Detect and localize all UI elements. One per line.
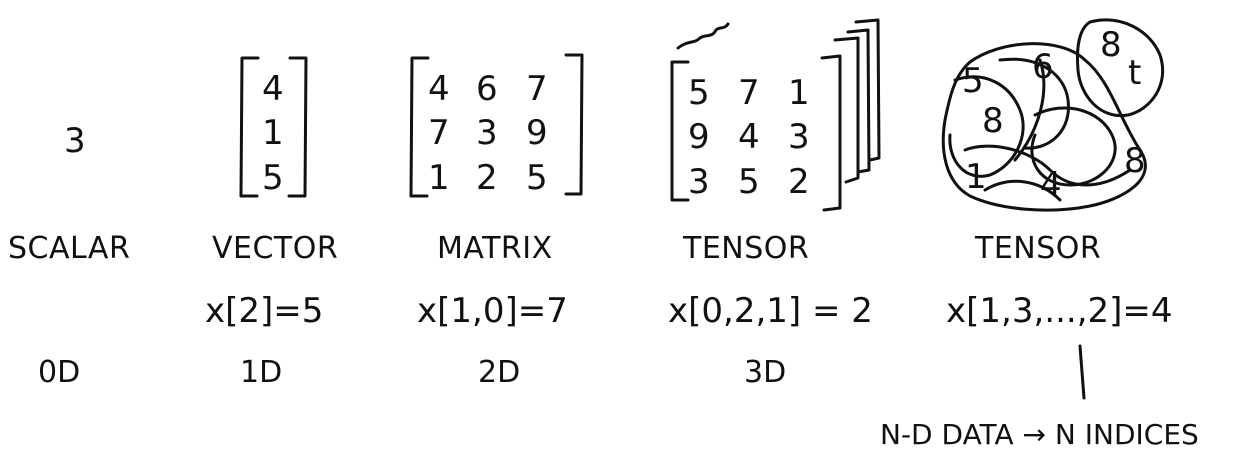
tensorN-number: 5 [962, 61, 984, 101]
tensorN-blob-loop [948, 75, 1025, 178]
tensorN-number: 8 [1100, 25, 1122, 65]
vector-bracket-left [239, 56, 260, 198]
vector-label: VECTOR [212, 231, 338, 266]
tensorN-blob-loop [1030, 106, 1117, 187]
vector-group: 4 1 5 VECTOR x[2]=5 1D [205, 56, 338, 390]
tensorN-label: TENSOR [974, 231, 1101, 266]
vector-cell: 1 [262, 113, 284, 153]
tensor3-cell: 9 [688, 117, 710, 157]
tensor3-cell: 7 [738, 73, 760, 113]
tensorN-group: 5 6 8 8 t 1 4 8 TENSOR x[1,3,...,2]=4 N-… [880, 18, 1199, 450]
tensor3-bracket-right [820, 54, 842, 212]
tensor3-layer-top [676, 22, 730, 50]
tensorN-number: t [1128, 53, 1141, 93]
tensor3-layer-right [833, 36, 860, 184]
tensorN-number: 6 [1032, 47, 1054, 87]
tensor3-cell: 5 [688, 73, 710, 113]
scalar-dim: 0D [38, 355, 80, 390]
tensorN-number: 4 [1040, 165, 1062, 205]
tensorN-blob-loop [998, 57, 1070, 150]
tensorN-number: 1 [965, 157, 987, 197]
matrix-cell: 4 [428, 69, 450, 109]
tensorN-pointer-line [1078, 344, 1086, 400]
tensor3-bracket-left [670, 60, 690, 202]
tensorN-number: 8 [1124, 141, 1146, 181]
tensor3-index: x[0,2,1] = 2 [668, 291, 873, 331]
tensor3-dim: 3D [744, 355, 786, 390]
vector-index: x[2]=5 [205, 291, 323, 331]
nd-note: N-D DATA → N INDICES [880, 418, 1199, 450]
tensor3-label: TENSOR [682, 231, 809, 266]
tensorN-blob-loop [963, 144, 1132, 187]
matrix-bracket-left [409, 56, 430, 198]
tensorN-blob-loop [983, 179, 1062, 202]
vector-dim: 1D [240, 355, 282, 390]
tensor3-cell: 5 [738, 162, 760, 202]
tensorN-blob-outline [941, 42, 1147, 212]
matrix-cell: 7 [526, 69, 548, 109]
tensor3-cell: 2 [788, 162, 810, 202]
matrix-cell: 3 [476, 113, 498, 153]
matrix-cell: 9 [526, 113, 548, 153]
matrix-cell: 5 [526, 158, 548, 198]
matrix-group: 4 6 7 7 3 9 1 2 5 MATRIX x[1,0]=7 2D [409, 53, 584, 390]
matrix-dim: 2D [478, 355, 520, 390]
matrix-cell: 6 [476, 69, 498, 109]
tensorN-number: 8 [982, 101, 1004, 141]
matrix-index: x[1,0]=7 [417, 291, 568, 331]
vector-cell: 5 [262, 158, 284, 198]
scalar-label: SCALAR [8, 231, 130, 266]
tensorN-blob-outline [1076, 18, 1165, 118]
tensor3-group: 5 7 1 9 4 3 3 5 2 TENSOR x[0,2,1] = 2 3D [668, 18, 881, 390]
tensor3-layer-right [854, 18, 881, 162]
matrix-label: MATRIX [437, 231, 553, 266]
matrix-bracket-right [564, 53, 584, 196]
tensorN-blob-loop [1013, 58, 1046, 162]
vector-bracket-right [287, 56, 308, 198]
scalar-group: 3 SCALAR 0D [8, 121, 130, 390]
tensor3-cell: 3 [688, 162, 710, 202]
matrix-cell: 2 [476, 158, 498, 198]
tensor3-cell: 1 [788, 73, 810, 113]
matrix-cell: 7 [428, 113, 450, 153]
tensor3-cell: 4 [738, 117, 760, 157]
scalar-value: 3 [64, 121, 86, 161]
vector-cell: 4 [262, 69, 284, 109]
tensorN-index: x[1,3,...,2]=4 [946, 291, 1173, 331]
matrix-cell: 1 [428, 158, 450, 198]
tensor3-cell: 3 [788, 117, 810, 157]
tensor3-layer-right [846, 28, 871, 174]
